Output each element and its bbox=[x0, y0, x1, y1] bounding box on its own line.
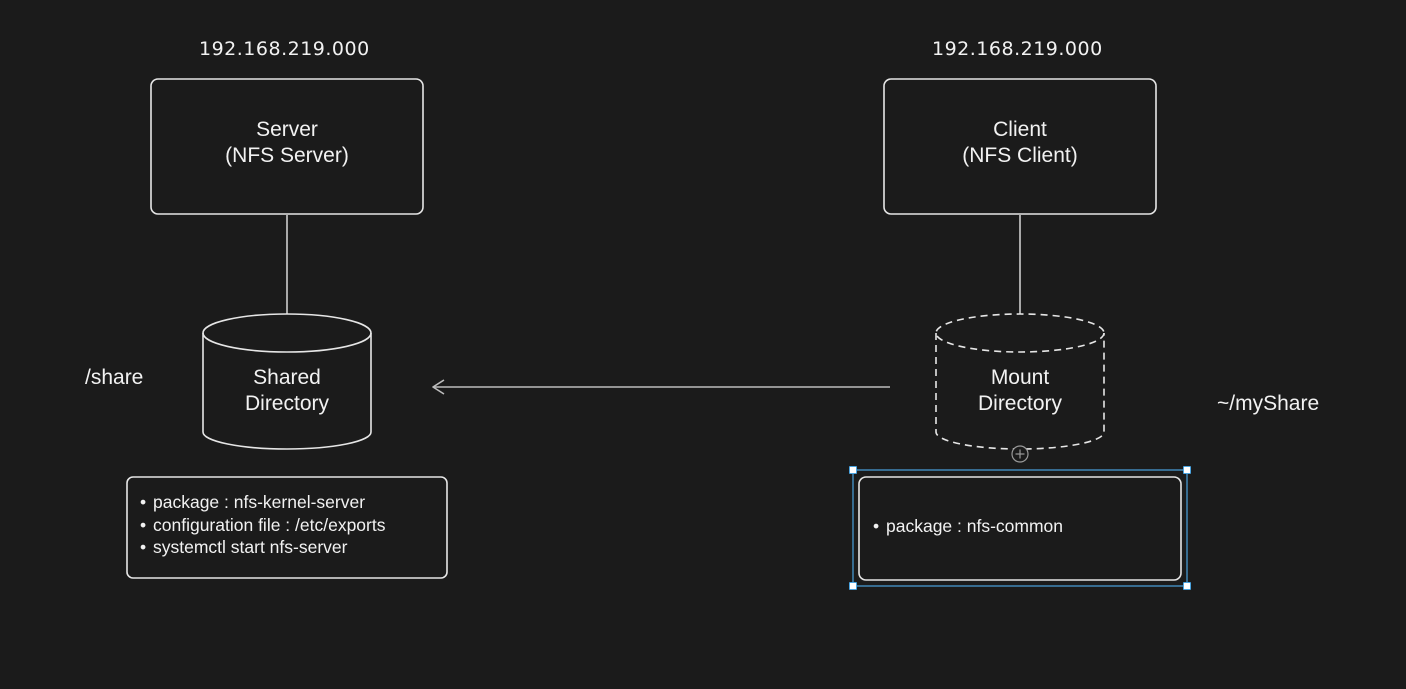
shared-directory-cylinder[interactable] bbox=[202, 313, 372, 450]
mount-directory-label: Mount Directory bbox=[936, 365, 1104, 417]
selection-handle-bottom-left[interactable] bbox=[849, 582, 857, 590]
shared-directory-line2: Directory bbox=[244, 392, 329, 415]
server-note-item: configuration file : /etc/exports bbox=[140, 514, 385, 537]
plus-circle-icon[interactable] bbox=[1011, 445, 1029, 463]
server-notes-list: package : nfs-kernel-server configuratio… bbox=[140, 491, 385, 559]
selection-handle-top-right[interactable] bbox=[1183, 466, 1191, 474]
client-ip-label[interactable]: 192.168.219.000 bbox=[932, 38, 1103, 60]
mount-to-share-arrow[interactable] bbox=[432, 379, 890, 395]
mount-directory-line2: Directory bbox=[977, 392, 1062, 415]
selection-handle-top-left[interactable] bbox=[849, 466, 857, 474]
client-title: Client (NFS Client) bbox=[884, 117, 1156, 169]
mount-directory-line1: Mount bbox=[990, 366, 1050, 389]
client-notes-selection-frame bbox=[852, 469, 1188, 587]
selection-handle-bottom-right[interactable] bbox=[1183, 582, 1191, 590]
shared-directory-label: Shared Directory bbox=[203, 365, 371, 417]
client-title-line2: (NFS Client) bbox=[962, 144, 1078, 167]
server-title-line1: Server bbox=[256, 118, 318, 141]
mount-directory-cylinder[interactable] bbox=[935, 313, 1105, 450]
server-notes-box[interactable] bbox=[126, 476, 448, 579]
client-title-line1: Client bbox=[993, 118, 1047, 141]
client-notes-box[interactable] bbox=[858, 476, 1182, 581]
client-box[interactable] bbox=[883, 78, 1157, 215]
server-path-label[interactable]: /share bbox=[85, 366, 144, 389]
server-note-item: package : nfs-kernel-server bbox=[140, 491, 385, 514]
shared-directory-line1: Shared bbox=[253, 366, 321, 389]
client-path-label[interactable]: ~/myShare bbox=[1217, 392, 1320, 415]
server-box[interactable] bbox=[150, 78, 424, 215]
server-title-line2: (NFS Server) bbox=[225, 144, 349, 167]
server-note-item: systemctl start nfs-server bbox=[140, 536, 385, 559]
client-notes-list: package : nfs-common bbox=[873, 515, 1063, 538]
server-ip-label[interactable]: 192.168.219.000 bbox=[199, 38, 370, 60]
server-title: Server (NFS Server) bbox=[151, 117, 423, 169]
client-note-item: package : nfs-common bbox=[873, 515, 1063, 538]
